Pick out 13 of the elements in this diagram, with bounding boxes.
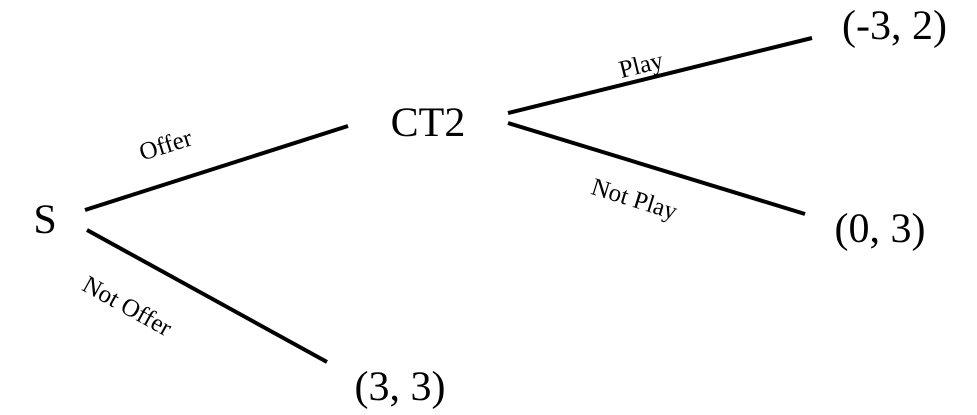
edge-label: Not Offer	[76, 271, 176, 343]
branch-line	[507, 121, 806, 216]
node-label: (-3, 2)	[842, 2, 947, 50]
edge-label: Play	[616, 47, 666, 85]
node-label: (3, 3)	[354, 363, 446, 411]
branch-line	[86, 228, 328, 364]
edge-label: Offer	[136, 124, 196, 168]
edge-label: Not Play	[588, 174, 680, 226]
node-label: S	[33, 196, 57, 244]
branch-line	[508, 36, 812, 115]
node-label: (0, 3)	[834, 205, 926, 253]
node-label: CT2	[390, 98, 466, 146]
branch-line	[84, 124, 349, 212]
